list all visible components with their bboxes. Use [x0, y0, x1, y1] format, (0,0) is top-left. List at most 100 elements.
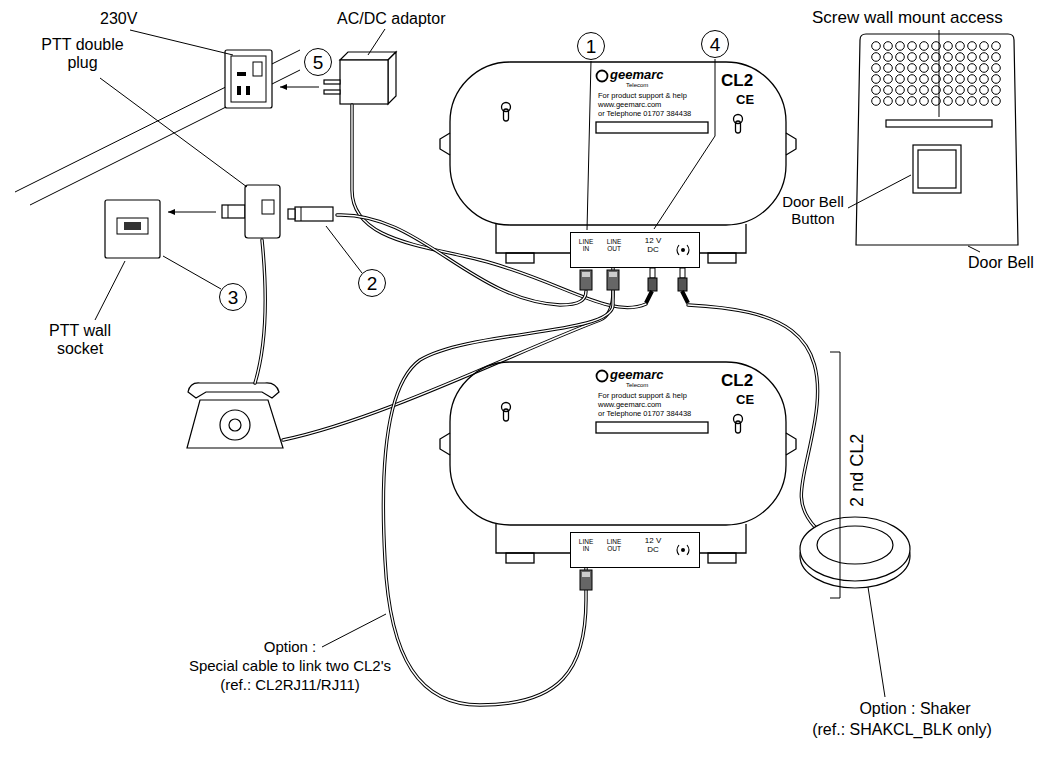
door-bell	[856, 34, 1018, 245]
grill-hole	[980, 64, 989, 73]
grill-hole	[920, 42, 929, 51]
grill-hole	[920, 75, 929, 84]
power-socket	[225, 50, 272, 108]
grill-hole	[968, 53, 977, 62]
shaker	[817, 526, 893, 564]
power-label: 12 V DC	[641, 537, 665, 555]
grill-hole	[908, 86, 917, 95]
ptt-double-plug	[222, 185, 333, 238]
support-url: www.geemarc.com	[598, 401, 661, 410]
grill-hole	[908, 97, 917, 106]
part-label: Door Bell	[968, 254, 1034, 272]
wire	[688, 305, 818, 527]
power-socket	[246, 86, 250, 95]
keyhole	[504, 409, 509, 421]
link-cable	[383, 268, 613, 705]
jack-plug	[646, 268, 688, 303]
wire	[688, 305, 818, 527]
wire	[337, 215, 586, 305]
brand-logo: geemarc	[610, 368, 663, 383]
grill-hole	[896, 64, 905, 73]
grill-hole	[896, 42, 905, 51]
power-socket	[237, 72, 246, 76]
link-cable	[383, 268, 613, 705]
grill-hole	[896, 53, 905, 62]
callout-digit: 1	[586, 37, 597, 56]
grill-hole	[896, 75, 905, 84]
grill-hole	[884, 86, 893, 95]
port-panel: LINE INLINE OUT12 V DC	[570, 232, 700, 268]
grill-hole	[992, 42, 1001, 51]
grill-hole	[956, 86, 965, 95]
leader-line	[868, 587, 885, 697]
ac-dc-adaptor	[324, 90, 340, 94]
leader-line	[326, 226, 362, 273]
shaker	[800, 517, 910, 588]
grill-hole	[944, 64, 953, 73]
power-label: 12 V DC	[641, 237, 665, 255]
grill-hole	[968, 42, 977, 51]
rj11-plug	[607, 270, 619, 290]
wire	[337, 215, 586, 305]
ptt-double-plug	[288, 209, 295, 219]
leader-line	[95, 29, 980, 697]
side-tab	[786, 133, 796, 155]
callout-number: 5	[304, 48, 332, 76]
link-cable	[383, 268, 613, 705]
grill-hole	[992, 86, 1001, 95]
part-label: PTT wall socket	[40, 322, 120, 359]
door-bell	[913, 145, 961, 193]
grill-hole	[872, 97, 881, 106]
grill-hole	[956, 97, 965, 106]
jack-plug	[678, 278, 687, 291]
option-note: (ref.: SHAKCL_BLK only)	[812, 721, 992, 739]
option-note: Option :	[264, 638, 317, 655]
telephone	[188, 383, 279, 398]
grill-hole	[908, 42, 917, 51]
grill-hole	[956, 53, 965, 62]
leader-line	[95, 261, 125, 320]
grill-hole	[872, 53, 881, 62]
door-bell	[856, 34, 1018, 245]
grill-hole	[944, 42, 953, 51]
wire	[283, 291, 613, 440]
housing-body	[450, 362, 786, 525]
shaker-symbol	[677, 545, 689, 555]
grill-hole	[908, 53, 917, 62]
grill-hole	[992, 64, 1001, 73]
ptt-double-plug	[295, 207, 333, 221]
ptt-double-plug	[301, 207, 302, 221]
part-label: Screw wall mount access	[812, 8, 1003, 28]
grill-hole	[896, 86, 905, 95]
wire	[255, 240, 265, 383]
rj11-plug	[580, 270, 592, 290]
voltage-label: 230V	[100, 10, 137, 28]
keyhole	[504, 109, 509, 121]
rj11-plug	[580, 570, 592, 590]
grill-hole	[920, 86, 929, 95]
foot	[506, 553, 534, 563]
option-note: (ref.: CL2RJ11/RJ11)	[220, 676, 360, 693]
leader-line	[939, 30, 940, 117]
grill-hole	[884, 53, 893, 62]
shaker-symbol	[681, 248, 685, 252]
grill-hole	[980, 42, 989, 51]
grill-hole	[968, 75, 977, 84]
rj11-plug	[582, 272, 590, 277]
grill-hole	[872, 86, 881, 95]
jack-plug	[680, 268, 685, 278]
bracket	[830, 352, 840, 598]
rj11-plug	[582, 572, 590, 577]
grill-hole	[872, 42, 881, 51]
grill-hole	[944, 75, 953, 84]
leader-line	[130, 30, 233, 55]
grill-hole	[884, 42, 893, 51]
logo-mark	[597, 371, 608, 382]
insert-arrow	[280, 84, 287, 90]
grill-hole	[920, 53, 929, 62]
ac-dc-adaptor	[324, 80, 340, 84]
keyhole	[736, 121, 741, 133]
leader-line	[848, 175, 911, 208]
